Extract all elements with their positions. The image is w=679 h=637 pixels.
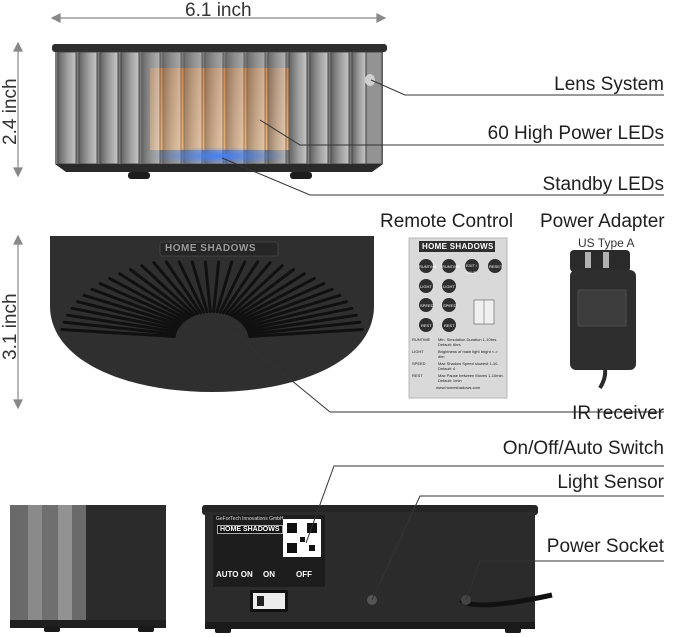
device-side-view (10, 505, 166, 632)
vent-slot (212, 260, 221, 314)
remote-instruction-table: RUNTIME Min. Simulation Duration 1-10hrs… (412, 337, 504, 390)
vent-slot (152, 261, 199, 316)
remote-row-desc: Brightness of main light bright <-> dim (438, 349, 498, 359)
remote-row-desc: Min. Simulation Duration 1-10hrs. Defaul… (438, 337, 498, 347)
vent-slot (66, 313, 178, 334)
switch-label-off: OFF (296, 570, 312, 579)
remote-button-reset[interactable]: RESET (489, 264, 503, 269)
vent-slot (98, 282, 186, 323)
remote-button-speed-minus[interactable]: SPEED (420, 303, 434, 308)
vent-slot (248, 328, 364, 338)
vent-slot (140, 264, 196, 317)
remote-row-desc: Max Shadow Speed slowest 1-10. Default: … (438, 361, 499, 371)
remote-row: LIGHT Brightness of main light bright <-… (412, 349, 504, 359)
remote-row-key: LIGHT (412, 349, 424, 354)
vent-slot (190, 260, 209, 314)
width-dimension-label: 6.1 inch (185, 0, 252, 21)
vent-slot (90, 287, 184, 325)
remote-button-rest-plus[interactable]: REST (444, 323, 455, 328)
remote-button-exit-save[interactable]: EXIT / SAVE (466, 263, 478, 275)
remote-row: REST Max Pause between Moves 1-10min. De… (412, 373, 504, 383)
remote-row-desc: Max Pause between Moves 1-10min. Default… (438, 373, 504, 383)
remote-row-key: SPEED (412, 361, 426, 366)
device-front-view (52, 44, 387, 179)
remote-button-runtime-minus[interactable]: RUNTIME (442, 264, 461, 269)
remote-button-light-plus[interactable]: LIGHT (443, 284, 455, 289)
vent-slot (233, 272, 306, 319)
remote-brand-home: HOME (422, 242, 448, 251)
callout-power-adapter: Power Adapter (540, 211, 665, 232)
vent-slot (230, 268, 296, 318)
vent-slot (236, 276, 316, 321)
vent-slot (221, 260, 260, 315)
vent-slot (203, 260, 212, 314)
vent-slot (108, 276, 188, 321)
vent-slot (240, 287, 334, 325)
callout-on-off-auto-switch: On/Off/Auto Switch (502, 438, 664, 459)
vent-slot (118, 272, 191, 319)
vent-slot (60, 328, 176, 338)
vent-slot (247, 320, 362, 336)
callout-standby-leds: Standby LEDs (542, 174, 664, 195)
power-adapter-image (570, 250, 636, 390)
remote-button-speed-plus[interactable]: SPEED (443, 303, 457, 308)
remote-button-light-minus[interactable]: LIGHT (420, 284, 432, 289)
back-panel-brand: HOME SHADOWS (217, 525, 283, 534)
vent-slot (218, 260, 247, 314)
brand-shadows: SHADOWS (200, 243, 257, 254)
depth-dimension-label: 3.1 inch (0, 293, 21, 360)
callout-lens-system: Lens System (554, 74, 664, 95)
callout-high-power-leds: 60 High Power LEDs (487, 123, 664, 144)
vent-slot (238, 282, 326, 323)
callout-power-adapter-subtitle: US Type A (578, 236, 635, 250)
remote-row-key: RUNTIME (412, 337, 431, 342)
back-brand-shadows: SHADOWS (242, 526, 280, 533)
remote-control-image (408, 237, 508, 399)
remote-url: www.homeshadows.com (435, 385, 481, 390)
remote-row: RUNTIME Min. Simulation Duration 1-10hrs… (412, 337, 504, 347)
vent-slot (128, 268, 194, 318)
leader-lines-top (221, 79, 664, 196)
height-dimension-label: 2.4 inch (0, 78, 21, 145)
switch-label-auto-on: AUTO ON (216, 570, 253, 579)
callout-ir-receiver: IR receiver (572, 403, 664, 424)
back-brand-home: HOME (220, 526, 241, 533)
vent-slot (228, 264, 284, 317)
callout-light-sensor: Light Sensor (557, 472, 664, 493)
callout-power-socket: Power Socket (546, 536, 664, 557)
remote-button-runtime-plus[interactable]: RUNTIME (419, 264, 438, 269)
vent-slot (62, 320, 177, 336)
vent-slot (244, 300, 348, 329)
vent-slot (82, 293, 182, 327)
vent-slot (164, 260, 203, 315)
vent-slot (215, 260, 234, 314)
remote-brand-shadows: SHADOWS (449, 242, 494, 251)
vent-slot (76, 300, 180, 329)
back-panel-company: GeForTech Innovations GmbH (216, 516, 284, 522)
switch-label-on: ON (263, 570, 275, 579)
on-off-auto-switch[interactable] (250, 590, 288, 612)
lens-columns (57, 51, 383, 165)
vent-slot (70, 306, 179, 331)
vent-slot (242, 293, 342, 327)
vent-slot (177, 260, 206, 314)
remote-row-key: REST (412, 373, 423, 378)
remote-button-rest-minus[interactable]: REST (421, 323, 432, 328)
remote-brand-logo: HOME SHADOWS (422, 242, 494, 251)
device-top-view (50, 236, 664, 413)
leader-lines-bottom (305, 465, 664, 601)
vent-slot (225, 261, 272, 316)
depth-dimension-arrow (13, 234, 23, 410)
width-dimension-arrow (50, 13, 387, 23)
brand-home: HOME (165, 243, 197, 254)
vent-slot (245, 306, 354, 331)
top-view-brand-logo: HOME SHADOWS (165, 243, 256, 254)
vent-slot (246, 313, 358, 334)
remote-row: SPEED Max Shadow Speed slowest 1-10. Def… (412, 361, 504, 371)
height-dimension-arrow (13, 41, 23, 178)
callout-remote-control: Remote Control (380, 211, 514, 232)
